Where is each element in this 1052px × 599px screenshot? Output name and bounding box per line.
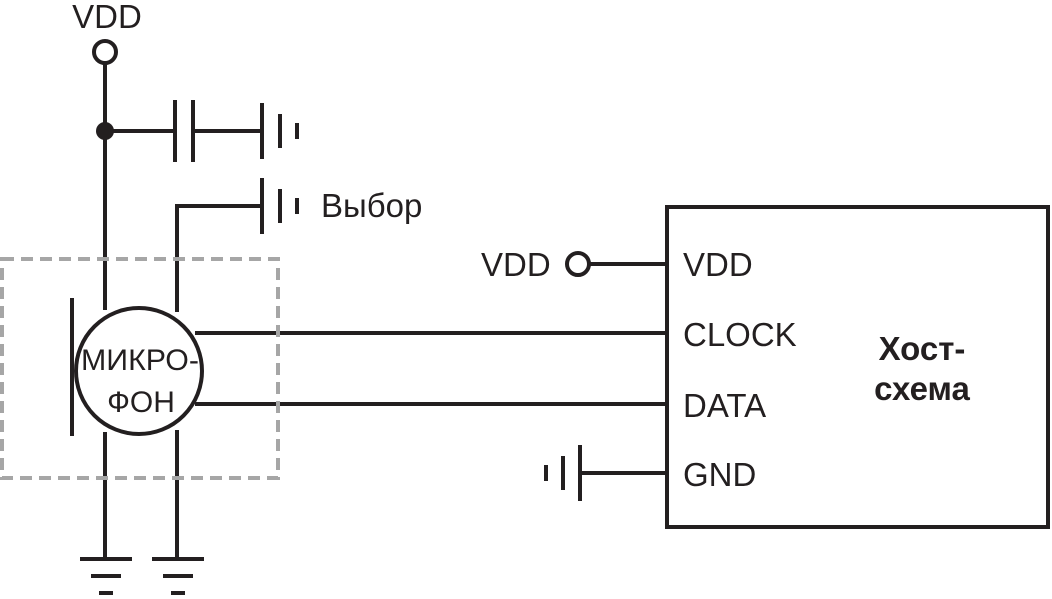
ground-symbol-1 — [80, 557, 132, 595]
microphone-package-outline — [0, 257, 280, 480]
host-title-line2: схема — [874, 370, 970, 407]
pin-clock: CLOCK — [683, 316, 797, 353]
host-box — [665, 205, 1050, 529]
host-title-line1: Хост- — [879, 330, 966, 367]
pin-gnd: GND — [683, 456, 756, 493]
microphone-label-line2: ФОН — [107, 386, 175, 419]
vdd-terminal-host — [565, 251, 591, 277]
select-label: Выбор — [321, 187, 422, 224]
junction-dot — [96, 122, 114, 140]
pin-vdd: VDD — [683, 246, 753, 283]
ground-symbol-2 — [152, 557, 204, 595]
vdd-terminal-top — [92, 39, 118, 65]
microphone-label-line1: МИКРО- — [81, 344, 199, 377]
pin-data: DATA — [683, 387, 766, 424]
host-vdd-label: VDD — [481, 246, 551, 283]
vdd-label-top: VDD — [72, 0, 142, 35]
microphone-circle — [74, 306, 204, 436]
